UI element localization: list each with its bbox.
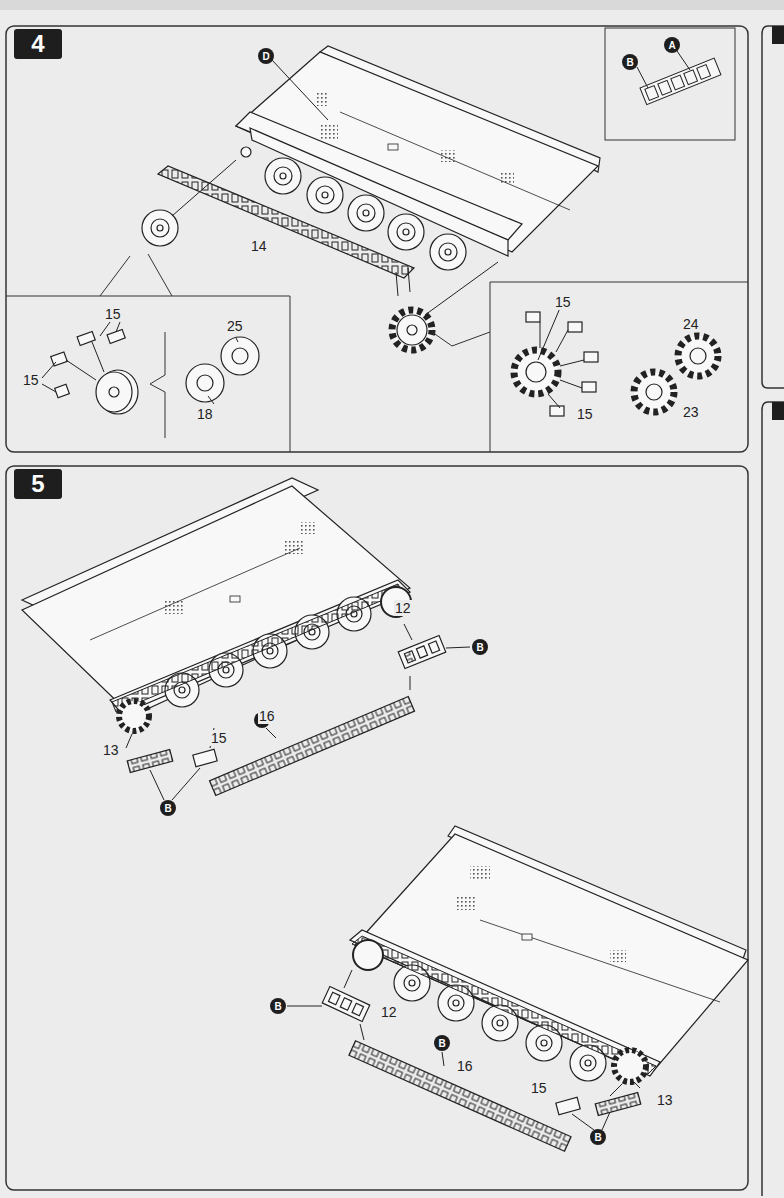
letter-label: A	[668, 40, 675, 51]
letter-label: B	[274, 1001, 281, 1012]
letter-label: B	[438, 1038, 445, 1049]
sprue-letter: B	[270, 998, 286, 1014]
step-number: 5	[14, 469, 62, 499]
letter-label: B	[476, 642, 483, 653]
sprue-letter: B	[160, 800, 176, 816]
callout-number: 16	[258, 708, 276, 724]
step-label: 5	[31, 470, 44, 498]
callout-number: 12	[394, 600, 412, 616]
sprue-letter: B	[434, 1035, 450, 1051]
callout-number: 15	[530, 1080, 548, 1096]
callout-number: 15	[554, 294, 572, 310]
sprue-letter: D	[258, 48, 274, 64]
letter-label: D	[262, 51, 269, 62]
callout-number: 23	[682, 404, 700, 420]
callout-number: 15	[22, 372, 40, 388]
step-label: 4	[31, 30, 44, 58]
callout-number: 25	[226, 318, 244, 334]
callout-number: 12	[380, 1004, 398, 1020]
callout-number: 16	[456, 1058, 474, 1074]
sprue-letter: B	[590, 1129, 606, 1145]
letter-label: B	[626, 57, 633, 68]
callout-number: 24	[682, 316, 700, 332]
callout-number: 13	[656, 1092, 674, 1108]
callout-number: 15	[576, 406, 594, 422]
callout-number: 13	[102, 742, 120, 758]
sprue-letter: B	[472, 639, 488, 655]
sprue-letter: B	[622, 54, 638, 70]
callout-number: 15	[104, 306, 122, 322]
callout-number: 15	[210, 730, 228, 746]
letter-label: B	[164, 803, 171, 814]
letter-label: B	[594, 1132, 601, 1143]
callout-number: 18	[196, 406, 214, 422]
step-number: 4	[14, 29, 62, 59]
callout-number: 14	[250, 238, 268, 254]
sprue-letter: A	[664, 37, 680, 53]
